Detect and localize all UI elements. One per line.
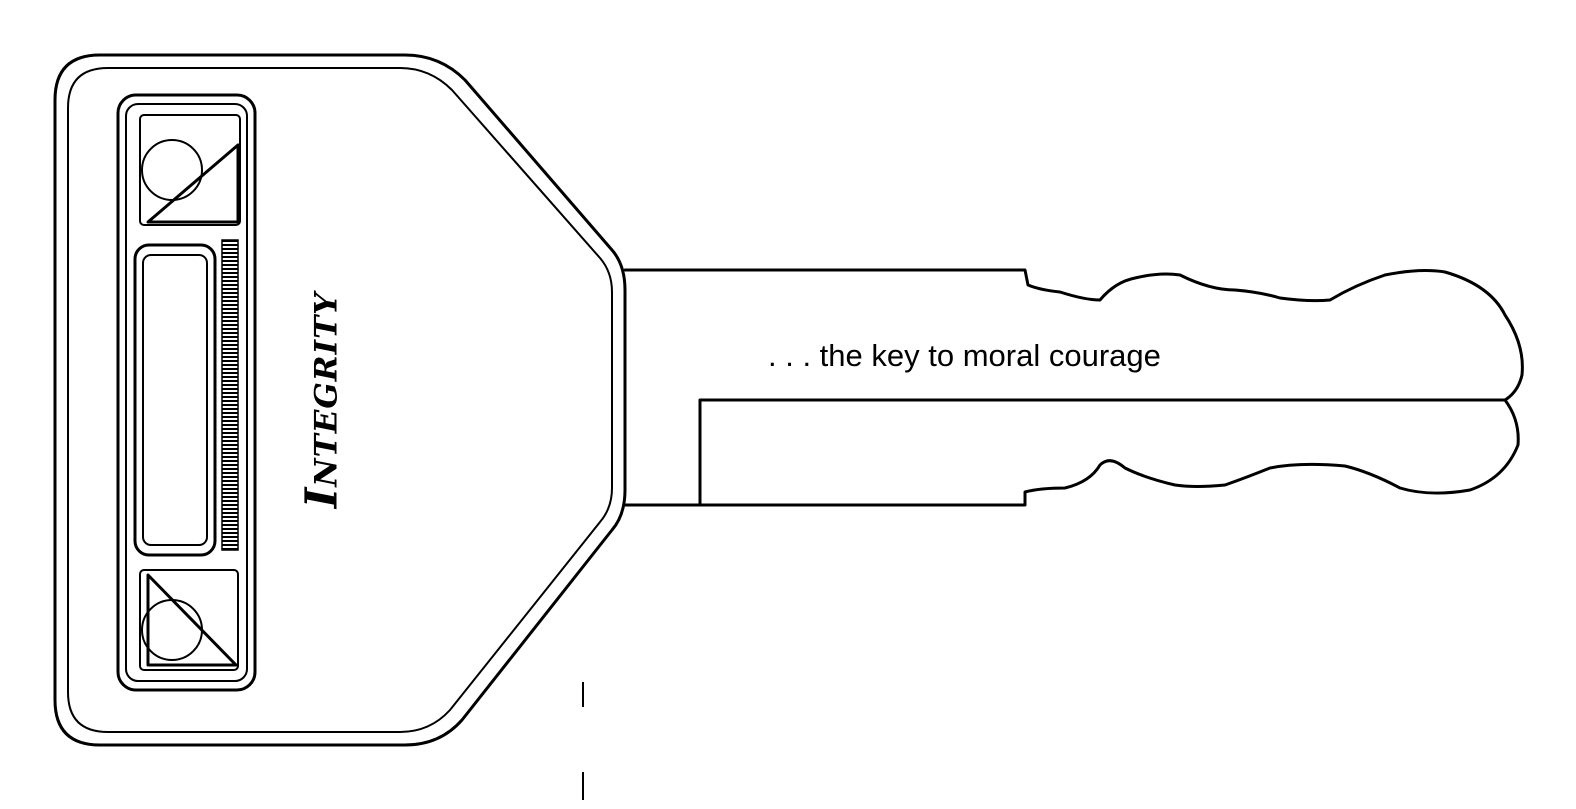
ribbed-strip — [221, 239, 239, 551]
key-tagline: . . . the key to moral courage — [768, 338, 1161, 373]
blade-groove — [698, 398, 1507, 507]
key-blade — [623, 268, 1524, 507]
bottom-triangle-emblem — [139, 569, 239, 671]
key-window — [133, 243, 217, 557]
integrity-label: Integrity — [296, 291, 348, 509]
top-triangle-emblem — [139, 114, 241, 226]
key-head — [53, 53, 627, 747]
head-panel — [116, 93, 257, 692]
